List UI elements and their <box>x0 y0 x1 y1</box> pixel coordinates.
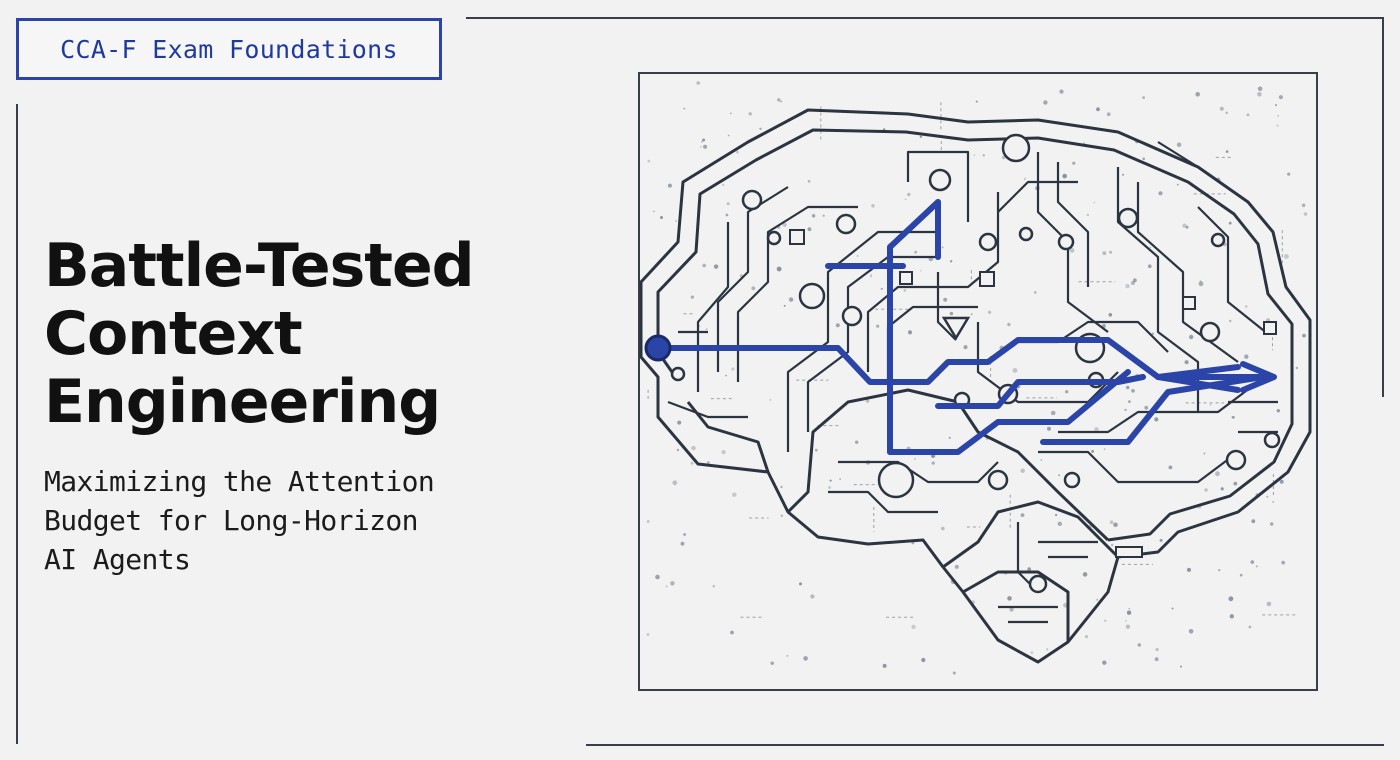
slide-title-line-3: Engineering <box>44 367 441 437</box>
slide-subtitle-line-3: AI Agents <box>44 543 191 576</box>
course-badge: CCA-F Exam Foundations <box>16 18 442 80</box>
slide-subtitle: Maximizing the Attention Budget for Long… <box>44 462 604 579</box>
signal-arrowhead <box>1240 361 1277 393</box>
slide-title: Battle-Tested Context Engineering <box>44 232 604 436</box>
course-badge-label: CCA-F Exam Foundations <box>60 34 398 64</box>
frame-left-line <box>16 104 18 744</box>
frame-bottom-line <box>586 744 1384 746</box>
circuit-brain-illustration <box>638 72 1318 692</box>
frame-right-line <box>1382 17 1384 397</box>
slide-title-line-1: Battle-Tested <box>44 231 475 301</box>
slide-title-line-2: Context <box>44 299 303 369</box>
frame-top-line <box>466 17 1384 19</box>
slide-subtitle-line-1: Maximizing the Attention <box>44 465 435 498</box>
slide-subtitle-line-2: Budget for Long-Horizon <box>44 504 419 537</box>
circuit-brain-icon <box>638 72 1318 691</box>
